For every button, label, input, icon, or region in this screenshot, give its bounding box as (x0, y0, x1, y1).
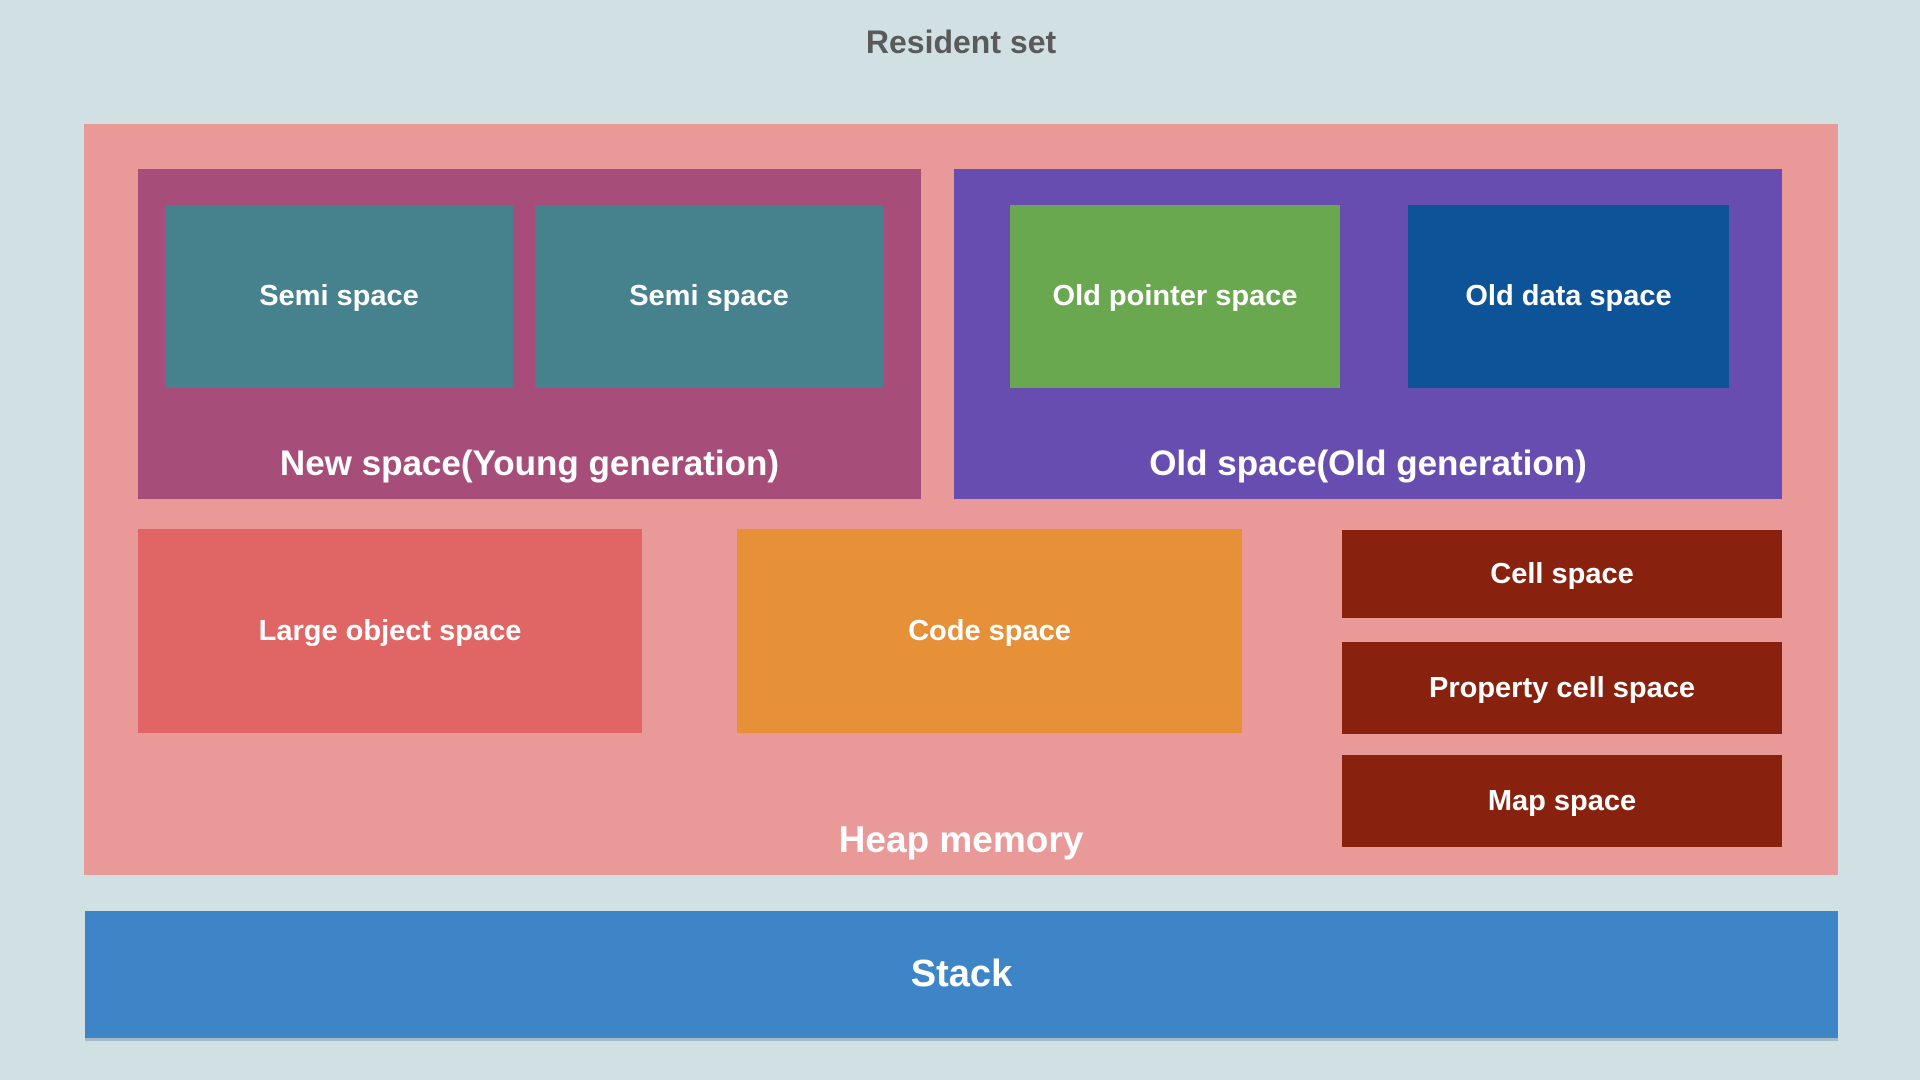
stack-box: Stack (85, 911, 1838, 1038)
resident-set-title: Resident set (865, 24, 1057, 60)
old-pointer-space-box: Old pointer space (1010, 205, 1340, 388)
old-space-region: Old pointer space Old data space Old spa… (954, 169, 1782, 499)
cell-space-box: Cell space (1342, 530, 1782, 618)
map-space-box: Map space (1342, 755, 1782, 847)
old-data-space-box: Old data space (1408, 205, 1729, 388)
large-object-space-box: Large object space (138, 529, 642, 733)
heap-memory-label: Heap memory (838, 819, 1084, 860)
semi-space-box-1: Semi space (165, 205, 513, 388)
new-space-label: New space(Young generation) (279, 444, 780, 483)
new-space-region: Semi space Semi space New space(Young ge… (138, 169, 921, 499)
semi-space-box-2: Semi space (535, 205, 883, 388)
code-space-box: Code space (737, 529, 1242, 733)
heap-memory-region: Semi space Semi space New space(Young ge… (84, 124, 1838, 875)
property-cell-space-box: Property cell space (1342, 642, 1782, 734)
old-space-label: Old space(Old generation) (1149, 444, 1587, 483)
